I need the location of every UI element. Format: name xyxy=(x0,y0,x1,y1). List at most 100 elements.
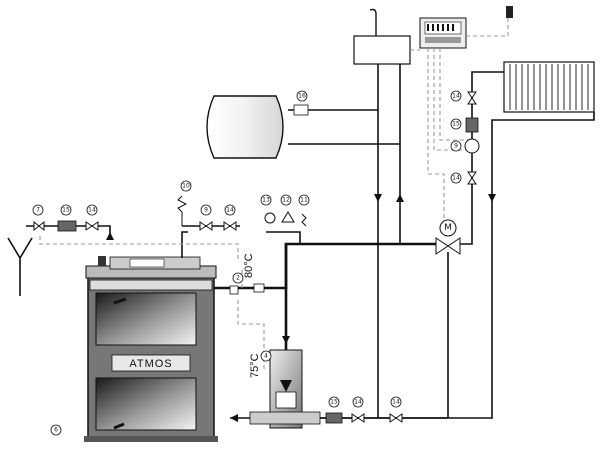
svg-text:15: 15 xyxy=(62,207,70,214)
filter-15-left xyxy=(57,220,77,232)
mixing-valve-right xyxy=(447,237,461,255)
component-markers: 7 15 14 10 9 14 16 13 12 11 2 4 15 14 14… xyxy=(32,90,462,436)
svg-text:4: 4 xyxy=(264,353,268,360)
boiler-switch xyxy=(98,256,106,266)
drain-funnel xyxy=(7,237,33,296)
valve-14-bottom-2 xyxy=(389,413,403,423)
marker-15-rad: 15 xyxy=(450,118,462,130)
valve-14-rad-top xyxy=(467,91,477,105)
marker-14-bottom-1: 14 xyxy=(352,396,364,408)
svg-text:12: 12 xyxy=(282,197,290,204)
arrow-up-1 xyxy=(396,194,404,202)
expansion-vessel xyxy=(353,8,411,65)
svg-text:11: 11 xyxy=(300,197,308,204)
marker-15-bottom: 15 xyxy=(328,396,340,408)
marker-4: 4 xyxy=(260,350,272,362)
svg-text:14: 14 xyxy=(392,399,400,406)
controller-buttons xyxy=(425,37,461,43)
marker-13: 13 xyxy=(260,194,272,206)
marker-7: 7 xyxy=(32,204,44,216)
valve-7 xyxy=(33,220,45,232)
svg-text:14: 14 xyxy=(88,207,96,214)
upper-door-handle xyxy=(113,297,127,305)
svg-text:14: 14 xyxy=(452,175,460,182)
svg-text:9: 9 xyxy=(454,143,458,150)
air-vent-12 xyxy=(281,211,295,223)
radiator-supply xyxy=(471,71,504,198)
marker-14-rad-top: 14 xyxy=(450,90,462,102)
valve-14-bottom-1 xyxy=(351,413,365,423)
boiler-base xyxy=(84,436,218,442)
svg-text:15: 15 xyxy=(330,399,338,406)
boiler-trim xyxy=(89,279,213,291)
temp-sensor xyxy=(253,283,265,293)
marker-11: 11 xyxy=(298,194,310,206)
supply-temp-label: 80°C xyxy=(243,253,255,278)
svg-text:13: 13 xyxy=(262,197,270,204)
valves: M xyxy=(33,91,480,424)
arrow-down-3 xyxy=(282,336,290,344)
circulation-unit xyxy=(249,349,321,429)
valve-14-top xyxy=(223,221,237,231)
svg-text:10: 10 xyxy=(182,183,190,190)
return-temp-label: 75°C xyxy=(249,353,261,378)
marker-15-left: 15 xyxy=(60,204,72,216)
vessel-tap xyxy=(369,8,377,36)
boiler-vent-pipe xyxy=(181,231,188,258)
arrow-down-2 xyxy=(488,194,496,202)
boiler: ATMOS xyxy=(84,256,218,442)
radiator xyxy=(503,61,595,113)
tank-shell xyxy=(206,95,284,159)
mixing-valve-actuator xyxy=(439,219,457,237)
relief-valve-10 xyxy=(177,195,188,226)
filter-15-bottom xyxy=(325,412,343,424)
lower-door-handle xyxy=(113,422,125,430)
marker-6: 6 xyxy=(50,424,62,436)
marker-12: 12 xyxy=(280,194,292,206)
svg-text:14: 14 xyxy=(354,399,362,406)
boiler-upper-door xyxy=(95,292,197,346)
safety-valve-11 xyxy=(301,213,307,227)
svg-text:2: 2 xyxy=(236,275,240,282)
valve-16 xyxy=(293,104,309,116)
relief-branch xyxy=(266,231,301,244)
thermostat-2 xyxy=(229,285,239,295)
svg-text:9: 9 xyxy=(204,207,208,214)
marker-14-top: 14 xyxy=(224,204,236,216)
marker-9-rad: 9 xyxy=(450,140,462,152)
marker-9-top: 9 xyxy=(200,204,212,216)
svg-text:7: 7 xyxy=(36,207,40,214)
marker-10: 10 xyxy=(180,180,192,192)
boiler-display xyxy=(129,258,165,268)
radiator-body xyxy=(503,61,595,113)
storage-tank xyxy=(206,95,284,159)
arrow-down-1 xyxy=(374,194,382,202)
valve-14-rad-bottom xyxy=(467,171,477,185)
marker-14-left: 14 xyxy=(86,204,98,216)
vessel-box xyxy=(353,35,411,65)
circulation-base xyxy=(249,411,321,425)
radiator-fins xyxy=(509,64,589,110)
marker-2: 2 xyxy=(232,272,244,284)
actuator-letter: M xyxy=(444,223,452,233)
marker-14-rad-bottom: 14 xyxy=(450,172,462,184)
svg-text:15: 15 xyxy=(452,121,460,128)
outdoor-sensor xyxy=(506,6,513,18)
arrow-left-return xyxy=(230,414,238,422)
marker-14-bottom-2: 14 xyxy=(390,396,402,408)
arrow-up-safety xyxy=(106,232,114,240)
boiler-lower-door xyxy=(95,377,197,431)
mixing-to-pump xyxy=(456,198,473,245)
brand-label: ATMOS xyxy=(129,358,172,370)
pump-9 xyxy=(464,138,480,154)
marker-16: 16 xyxy=(296,90,308,102)
controller xyxy=(419,17,467,49)
circulation-pump xyxy=(275,391,297,409)
svg-text:6: 6 xyxy=(54,427,58,434)
mixing-valve-left xyxy=(435,237,449,255)
flow-arrows xyxy=(106,194,496,422)
filter-15-rad xyxy=(465,117,479,133)
circulation-valve xyxy=(280,380,292,392)
svg-text:14: 14 xyxy=(452,93,460,100)
